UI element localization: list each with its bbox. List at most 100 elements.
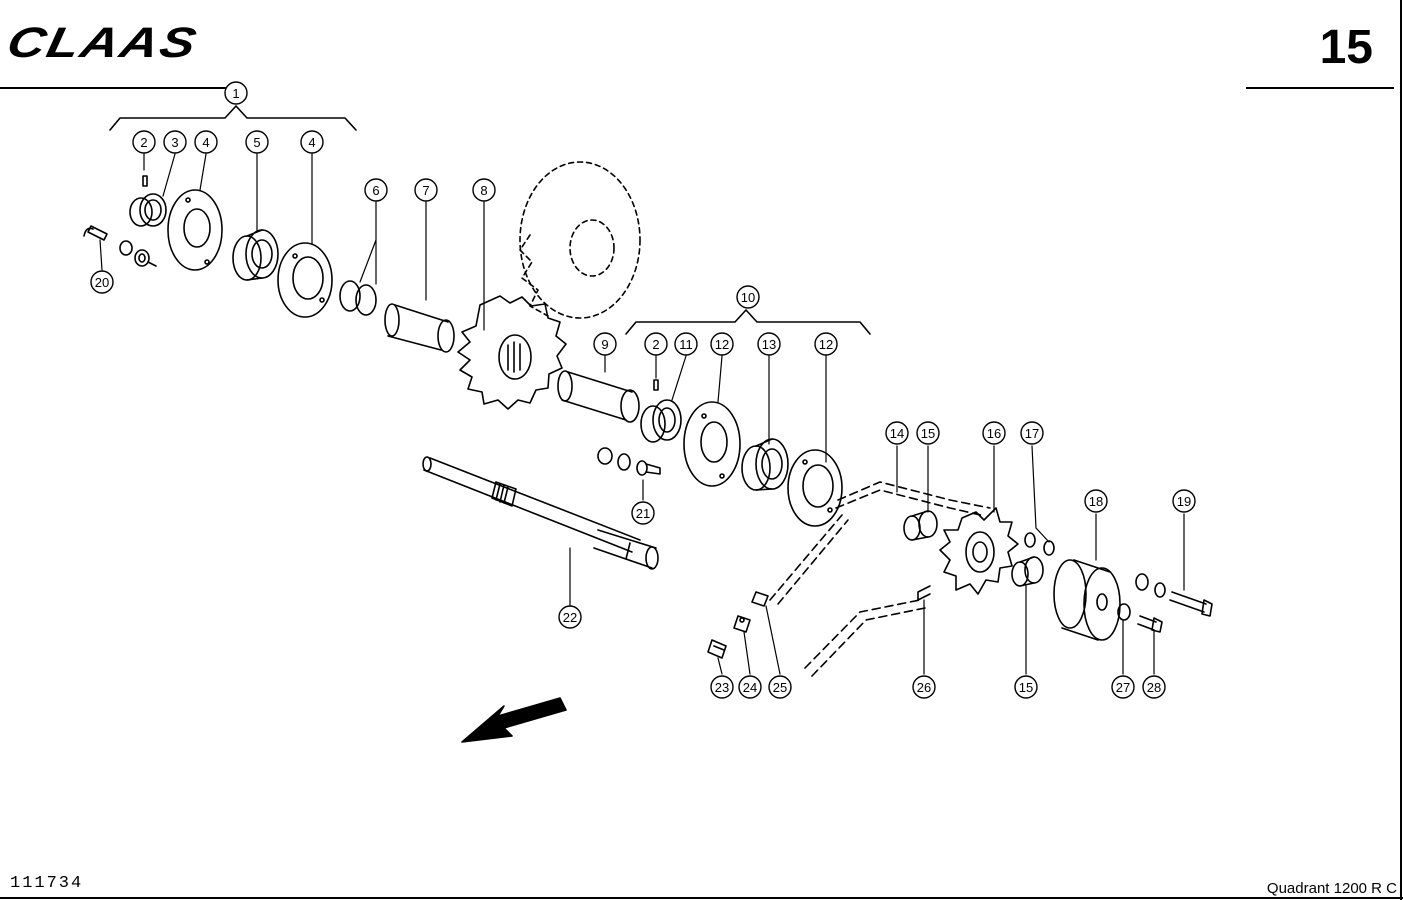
callout-24-label: 24 <box>743 680 757 695</box>
callout-14-label: 14 <box>890 426 904 441</box>
callout-16: 16 <box>982 421 1006 445</box>
callout-1-label: 1 <box>232 86 239 101</box>
callout-19-label: 19 <box>1177 494 1191 509</box>
nut-part <box>134 249 150 267</box>
sprocket-part-8 <box>457 295 567 410</box>
header-rule-left <box>0 87 240 89</box>
bushing-part-15b <box>1011 556 1044 587</box>
header-rule-right <box>1246 87 1394 89</box>
callout-21-label: 21 <box>636 506 650 521</box>
bolt-part-19 <box>1169 591 1213 617</box>
bearing-insert-part-3 <box>129 193 167 227</box>
grub-screw-part-2 <box>142 175 148 187</box>
callout-6-label: 6 <box>372 183 379 198</box>
ball-bearing-part-13 <box>741 438 789 491</box>
callout-10-label: 10 <box>741 290 755 305</box>
ring-part-6a <box>339 280 361 312</box>
callout-3: 3 <box>163 130 187 154</box>
grub-screw-part-2b <box>653 379 659 391</box>
callout-25-label: 25 <box>773 680 787 695</box>
roller-part-18 <box>1053 559 1121 641</box>
nut-part-21 <box>597 447 613 465</box>
callout-10: 10 <box>736 285 760 309</box>
callout-8: 8 <box>472 178 496 202</box>
flange-plate-part-4b <box>277 242 333 318</box>
flange-plate-part-12a <box>683 401 741 487</box>
flange-plate-part-12b <box>787 449 843 527</box>
frame-right-edge <box>1400 0 1402 900</box>
callout-16-label: 16 <box>987 426 1001 441</box>
bolt-part-21 <box>636 460 661 476</box>
model-designation: Quadrant 1200 R C <box>1266 880 1397 897</box>
callout-27-label: 27 <box>1116 680 1130 695</box>
frame-bottom-edge <box>0 897 1403 899</box>
callout-6: 6 <box>364 178 388 202</box>
callout-4a-label: 4 <box>202 135 209 150</box>
connecting-pin-part-26 <box>917 585 931 601</box>
callout-19: 19 <box>1172 489 1196 513</box>
callout-labels: 1 2 3 4 5 4 6 7 8 20 10 9 2 11 12 13 12 … <box>90 81 1196 699</box>
callout-1: 1 <box>224 81 248 105</box>
callout-27: 27 <box>1111 675 1135 699</box>
callout-12b-label: 12 <box>819 337 833 352</box>
callout-12a: 12 <box>710 332 734 356</box>
callout-5-label: 5 <box>253 135 260 150</box>
callout-20-label: 20 <box>95 275 109 290</box>
callout-9-label: 9 <box>601 337 608 352</box>
chain-link-part-23 <box>707 639 727 659</box>
bolt-part-20 <box>83 225 108 241</box>
callout-9: 9 <box>593 332 617 356</box>
sleeve-part-9 <box>557 370 640 423</box>
callout-3-label: 3 <box>171 135 178 150</box>
callout-15a: 15 <box>916 421 940 445</box>
callout-22-label: 22 <box>563 610 577 625</box>
callout-15b-label: 15 <box>1019 680 1033 695</box>
callout-2b: 2 <box>644 332 668 356</box>
sleeve-part-7 <box>384 303 455 353</box>
ball-bearing-part-5 <box>232 229 279 281</box>
callout-12a-label: 12 <box>715 337 729 352</box>
callout-2-label: 2 <box>140 135 147 150</box>
bushing-part-15a <box>903 510 938 541</box>
callout-11-label: 11 <box>679 337 693 352</box>
direction-arrow <box>461 697 567 743</box>
callout-2b-label: 2 <box>652 337 659 352</box>
washer-part-27 <box>1117 603 1131 621</box>
callout-20: 20 <box>90 270 114 294</box>
group-bracket-10 <box>625 309 871 335</box>
callout-24: 24 <box>738 675 762 699</box>
callout-15a-label: 15 <box>921 426 935 441</box>
callout-5: 5 <box>245 130 269 154</box>
washer-part-21 <box>617 453 631 471</box>
callout-17-label: 17 <box>1025 426 1039 441</box>
roller-chain-part-14 <box>769 481 991 677</box>
callout-4b: 4 <box>300 130 324 154</box>
callout-23: 23 <box>710 675 734 699</box>
callout-28-label: 28 <box>1147 680 1161 695</box>
chain-link-part-25 <box>751 591 769 607</box>
nut-part-17a <box>1024 532 1036 548</box>
callout-2: 2 <box>132 130 156 154</box>
callout-11: 11 <box>674 332 698 356</box>
nut-part-17b <box>1043 540 1055 556</box>
page-number: 15 <box>1319 21 1373 74</box>
nut-part-19 <box>1135 573 1149 591</box>
callout-26-label: 26 <box>917 680 931 695</box>
callout-21: 21 <box>631 501 655 525</box>
callout-14: 14 <box>885 421 909 445</box>
callout-8-label: 8 <box>480 183 487 198</box>
callout-7-label: 7 <box>422 183 429 198</box>
callout-13-label: 13 <box>762 337 776 352</box>
chain-wheel-outline <box>519 161 641 319</box>
washer-part <box>119 240 133 256</box>
callout-18: 18 <box>1084 489 1108 513</box>
callout-17: 17 <box>1020 421 1044 445</box>
callout-4a: 4 <box>194 130 218 154</box>
callout-12b: 12 <box>814 332 838 356</box>
callout-23-label: 23 <box>715 680 729 695</box>
callout-18-label: 18 <box>1089 494 1103 509</box>
chain-link-part-24 <box>733 615 751 633</box>
flange-plate-part-4a <box>167 189 223 271</box>
